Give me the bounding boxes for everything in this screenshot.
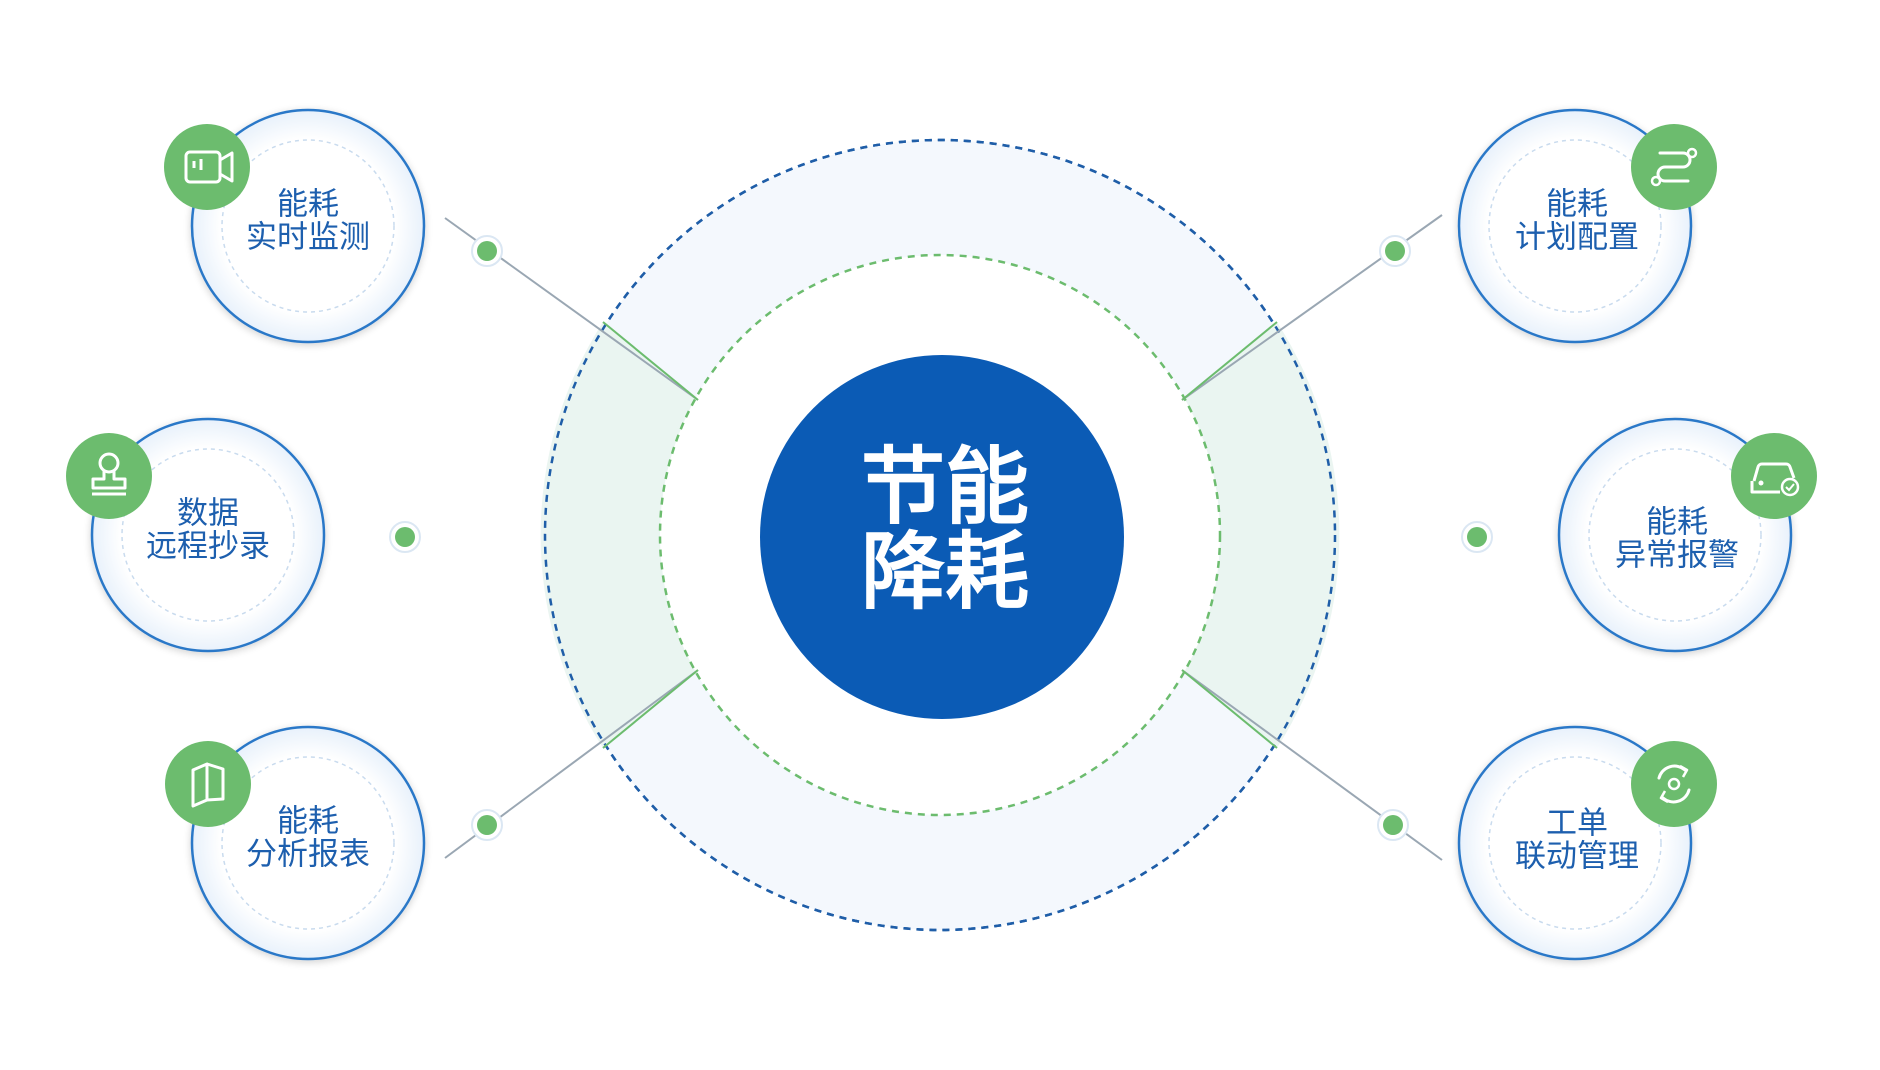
node-inner-dashed: [1488, 139, 1662, 313]
video-camera-icon: [164, 124, 250, 210]
ring-wedge-left: [540, 322, 696, 748]
node-inner-dashed: [1588, 448, 1762, 622]
node-inner-dashed: [121, 448, 295, 622]
stamp-icon: [66, 433, 152, 519]
connector-line-accent: [602, 321, 699, 401]
node-label-line1: 能耗: [1646, 505, 1708, 541]
connector-dot: [389, 521, 421, 553]
connector-line-accent: [602, 669, 699, 749]
node-circle: [190, 108, 426, 344]
node-plan-configuration: 能耗 计划配置: [1457, 108, 1717, 344]
node-inner-dashed: [221, 756, 395, 930]
car-alert-icon: [1731, 433, 1817, 519]
connector-line-accent: [1181, 669, 1278, 749]
connector-dots: [389, 235, 1493, 841]
node-anomaly-alarm: 能耗 异常报警: [1557, 417, 1817, 653]
node-work-order-linkage: 工单 联动管理: [1457, 725, 1717, 961]
ring-wedge-right: [1184, 322, 1340, 748]
node-analysis-report: 能耗 分析报表: [165, 725, 426, 961]
node-label-line1: 数据: [177, 496, 239, 532]
node-label-line1: 能耗: [1546, 187, 1608, 223]
node-realtime-monitoring: 能耗 实时监测: [164, 108, 426, 344]
connector-line-accent: [1181, 321, 1278, 401]
node-inner-dashed: [1488, 756, 1662, 930]
node-label-line2: 分析报表: [246, 837, 370, 873]
center-title-line2: 降耗: [861, 523, 1029, 621]
node-label-line2: 联动管理: [1515, 839, 1639, 875]
connector-dot: [1377, 809, 1409, 841]
center-circle: [760, 355, 1124, 719]
connector-dot: [471, 235, 503, 267]
node-label-line2: 远程抄录: [146, 529, 270, 565]
node-label-line2: 计划配置: [1515, 220, 1639, 256]
cycle-icon: [1631, 741, 1717, 827]
route-icon: [1631, 124, 1717, 210]
node-label-line1: 能耗: [277, 187, 339, 223]
connector-dot: [1461, 521, 1493, 553]
center-hub: 节能 降耗: [760, 355, 1124, 719]
node-label-line1: 能耗: [277, 804, 339, 840]
book-icon: [165, 741, 251, 827]
outer-ring-border: [543, 138, 1337, 932]
node-remote-meter-reading: 数据 远程抄录: [66, 417, 326, 653]
node-inner-dashed: [221, 139, 395, 313]
node-label-line1: 工单: [1546, 806, 1608, 842]
center-title-line1: 节能: [861, 438, 1029, 536]
connector-dot: [471, 809, 503, 841]
node-label-line2: 实时监测: [246, 220, 370, 256]
node-label-line2: 异常报警: [1615, 538, 1739, 574]
connector-dot: [1379, 235, 1411, 267]
